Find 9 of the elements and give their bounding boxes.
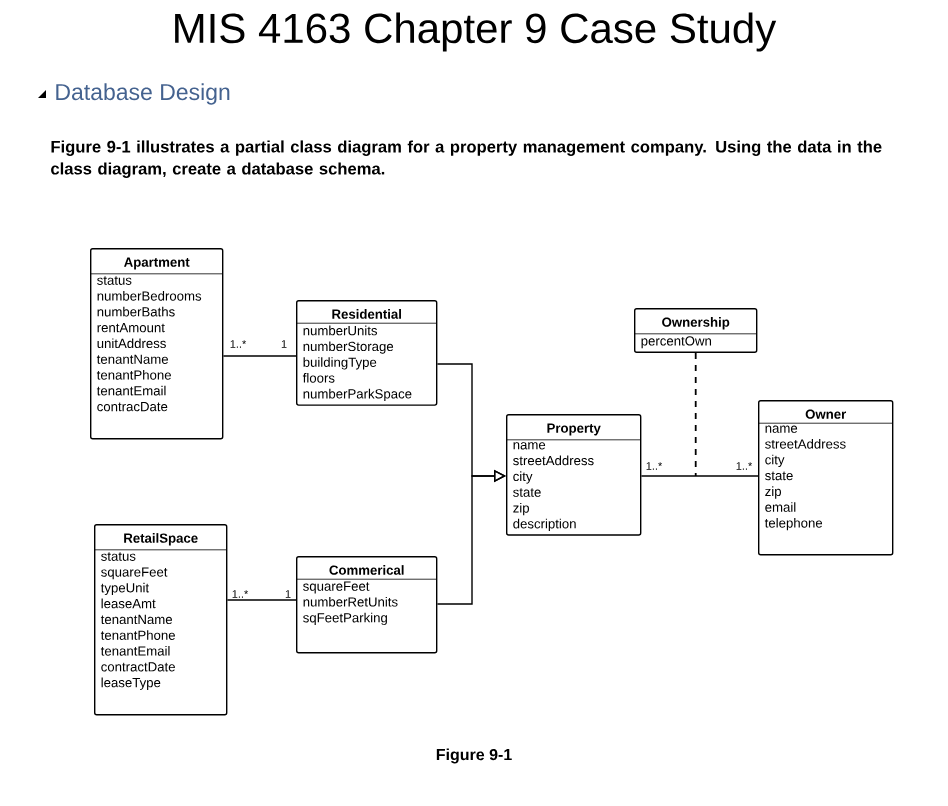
page-title: MIS 4163 Chapter 9 Case Study [175, 12, 777, 52]
connector [226, 599, 297, 601]
intro-paragraph: Figure 9-1 illustrates a partial class diagram for a property management company. Using the data in the class diagram, create a database schema. [51, 140, 882, 178]
connector [640, 475, 759, 477]
section-heading: Database Design [56, 83, 230, 105]
connector [436, 469, 506, 605]
connector [222, 355, 297, 357]
figure-caption: Figure 9-1 [436, 748, 512, 764]
connector [694, 352, 697, 477]
